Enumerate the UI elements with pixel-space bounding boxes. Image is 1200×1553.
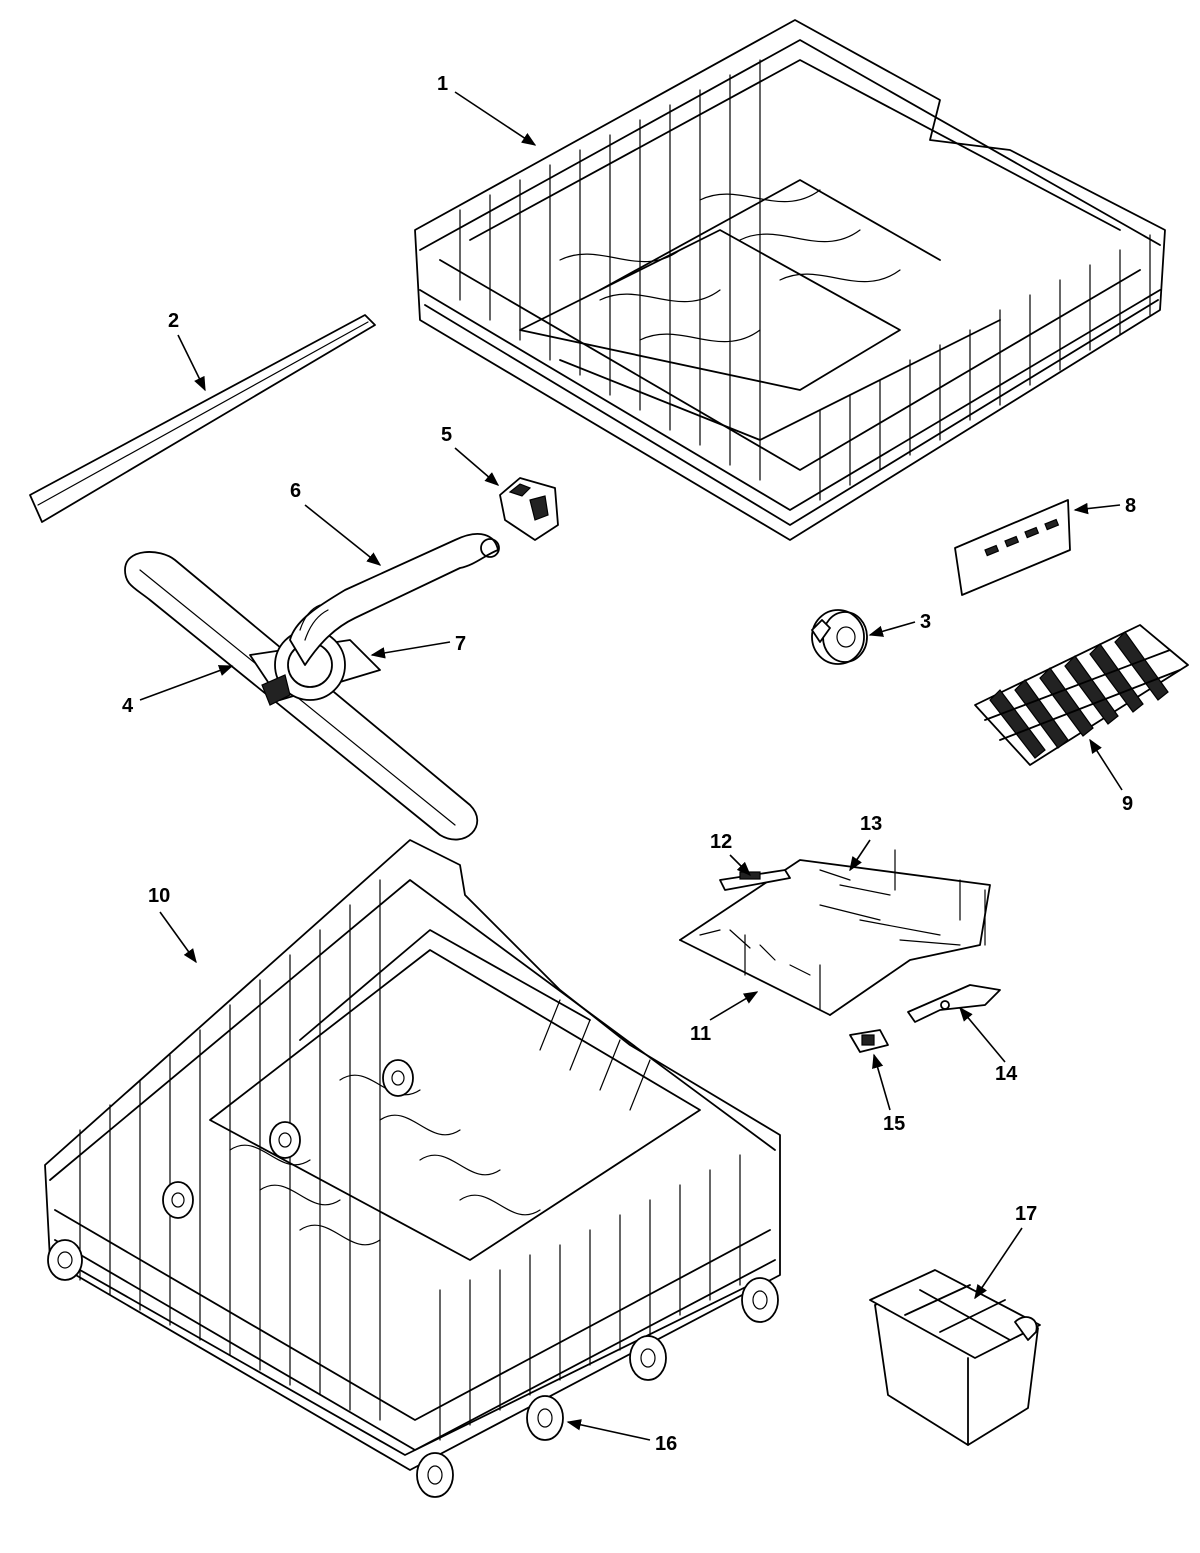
rack-bracket-plate	[954, 499, 1071, 596]
tine-latch	[907, 984, 1001, 1023]
callout-6: 6	[290, 480, 301, 502]
upper-rack-tines	[459, 59, 1151, 501]
leader-2	[177, 334, 206, 392]
callout-14: 14	[995, 1063, 1018, 1085]
callout-10: 10	[148, 885, 170, 907]
leader-1	[454, 91, 537, 146]
callout-13: 13	[860, 813, 882, 835]
spray-arm-tube	[289, 533, 499, 666]
callout-16: 16	[655, 1433, 677, 1455]
callout-5: 5	[441, 424, 452, 446]
callout-1: 1	[437, 73, 448, 95]
tine-row-assembly	[679, 849, 991, 1016]
upper-rack-wheel	[811, 609, 868, 665]
callout-7: 7	[455, 633, 466, 655]
rack-rail	[29, 314, 376, 523]
leader-15	[872, 1053, 891, 1111]
callout-8: 8	[1125, 495, 1136, 517]
leader-9	[1089, 738, 1123, 791]
leader-12	[729, 854, 752, 877]
silverware-basket	[869, 1269, 1041, 1446]
fold-down-tines	[974, 624, 1189, 766]
lower-rack	[44, 839, 781, 1498]
leader-16	[566, 1419, 651, 1441]
leader-8	[1073, 502, 1121, 515]
leader-6	[304, 504, 382, 566]
spray-arm-assembly	[124, 533, 500, 841]
callout-11: 11	[690, 1023, 711, 1045]
leader-11	[709, 991, 759, 1021]
lower-rack-wheels	[47, 1059, 779, 1498]
rack-clip	[499, 477, 559, 541]
leader-5	[454, 447, 500, 486]
callout-4: 4	[122, 695, 134, 717]
callout-15: 15	[883, 1113, 905, 1135]
callout-12: 12	[710, 831, 732, 853]
leader-10	[159, 911, 197, 964]
tine-hinge-clip	[849, 1029, 889, 1053]
leader-17	[974, 1227, 1023, 1300]
tine-clip	[719, 869, 791, 891]
upper-rack	[414, 19, 1166, 541]
callout-3: 3	[920, 611, 931, 633]
callout-9: 9	[1122, 793, 1133, 815]
leader-3	[868, 621, 916, 637]
leader-4	[139, 665, 234, 701]
callout-17: 17	[1015, 1203, 1037, 1225]
callout-2: 2	[168, 310, 179, 332]
leader-7	[370, 641, 451, 659]
leader-14	[959, 1006, 1006, 1063]
leader-13	[849, 839, 871, 872]
